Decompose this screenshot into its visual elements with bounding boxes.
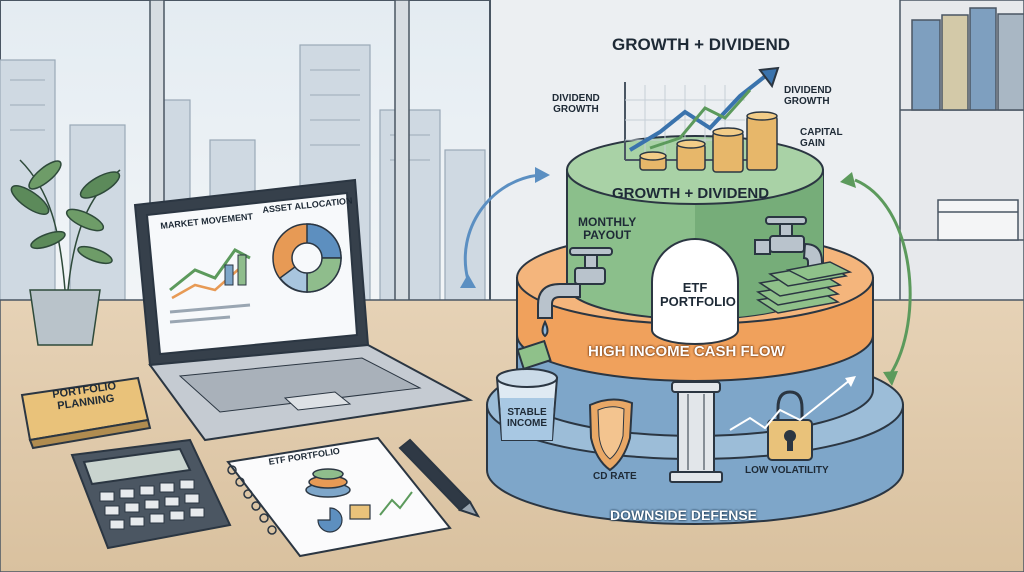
calculator [70, 438, 232, 550]
tier-middle-label: HIGH INCOME CASH FLOW [588, 343, 785, 360]
lock-icon [767, 390, 813, 461]
laptop-line-chart [169, 248, 251, 324]
tier-bottom-label: DOWNSIDE DEFENSE [610, 507, 758, 523]
label-dividend-growth-right: DIVIDEND GROWTH [784, 85, 832, 107]
etf-portfolio-badge [651, 238, 739, 345]
plant [10, 159, 121, 346]
desk-sign [20, 376, 152, 450]
low-volatility-label: LOW VOLATILITY [745, 465, 829, 476]
pillar-icon [669, 381, 723, 483]
laptop-donut-chart [272, 223, 342, 293]
glass-jar [495, 339, 559, 441]
faucet-right [754, 216, 823, 276]
notebook [226, 436, 452, 558]
top-title: GROWTH + DIVIDEND [612, 35, 791, 54]
cash-stack [755, 261, 853, 314]
tier-top-label: GROWTH + DIVIDEND [612, 185, 770, 202]
coin-stacks [639, 111, 778, 173]
stable-income-label: STABLE INCOME [507, 407, 547, 429]
etf-portfolio-label: ETF PORTFOLIO [660, 280, 736, 309]
cycle-arrow-left [460, 167, 550, 288]
cd-rate-label: CD RATE [593, 471, 637, 482]
monthly-payout-label: MONTHLY PAYOUT [578, 215, 637, 242]
pen [398, 438, 481, 518]
trend-line [729, 376, 856, 431]
cycle-arrow-right [840, 172, 912, 386]
label-dividend-growth-left: DIVIDEND GROWTH [552, 93, 600, 115]
shield-icon [588, 398, 634, 472]
bookshelf [899, 0, 1024, 331]
label-capital-gain: CAPITAL GAIN [800, 127, 843, 149]
faucet-left [537, 247, 613, 338]
